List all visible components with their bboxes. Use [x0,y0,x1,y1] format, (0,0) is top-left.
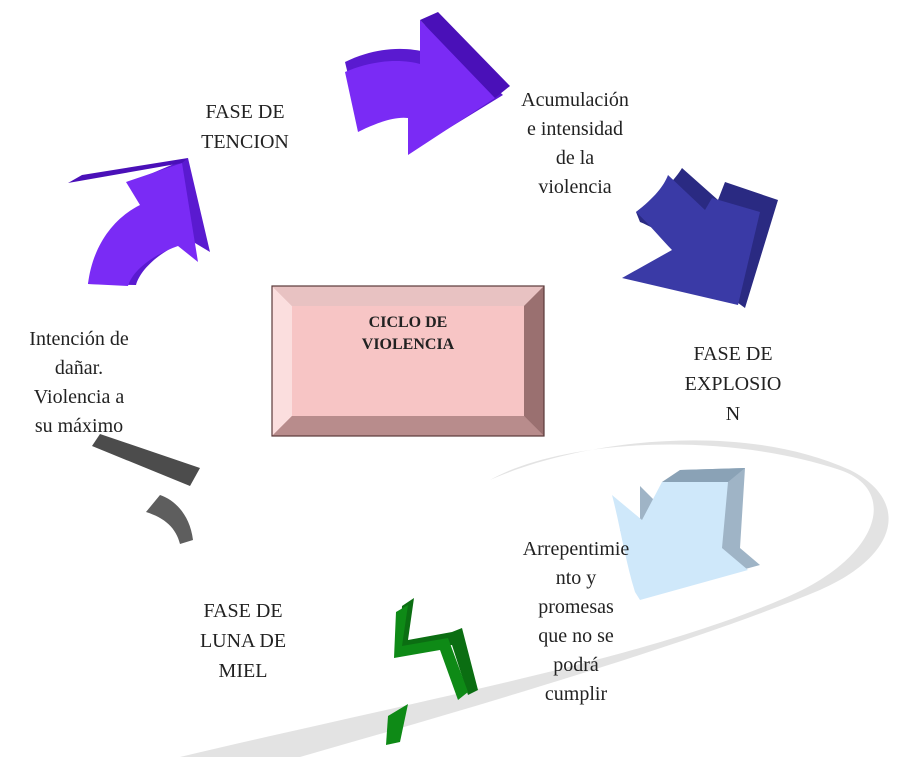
description-acumulacion: Acumulación e intensidad de la violencia [521,89,629,198]
arrow-top-right [345,12,510,155]
arrow-left-up [68,158,210,286]
description-arrepentimiento: Arrepentimie nto y promesas que no se po… [522,538,630,705]
phase-honeymoon-label: FASE DE LUNA DE MIEL [199,600,287,682]
center-box[interactable] [271,285,545,437]
arrow-bottom-right [612,468,760,600]
description-intencion: Intención de dañar. Violencia a su máxim… [29,328,129,437]
phase-explosion-label: FASE DE EXPLOSIO N [684,343,782,425]
arrow-bottom-green [386,598,478,745]
phase-tension-label: FASE DE TENCION [201,101,289,153]
center-title: CICLO DE VIOLENCIA [361,314,455,353]
arrow-right-down [622,168,778,308]
arrow-left-gray [92,434,200,544]
